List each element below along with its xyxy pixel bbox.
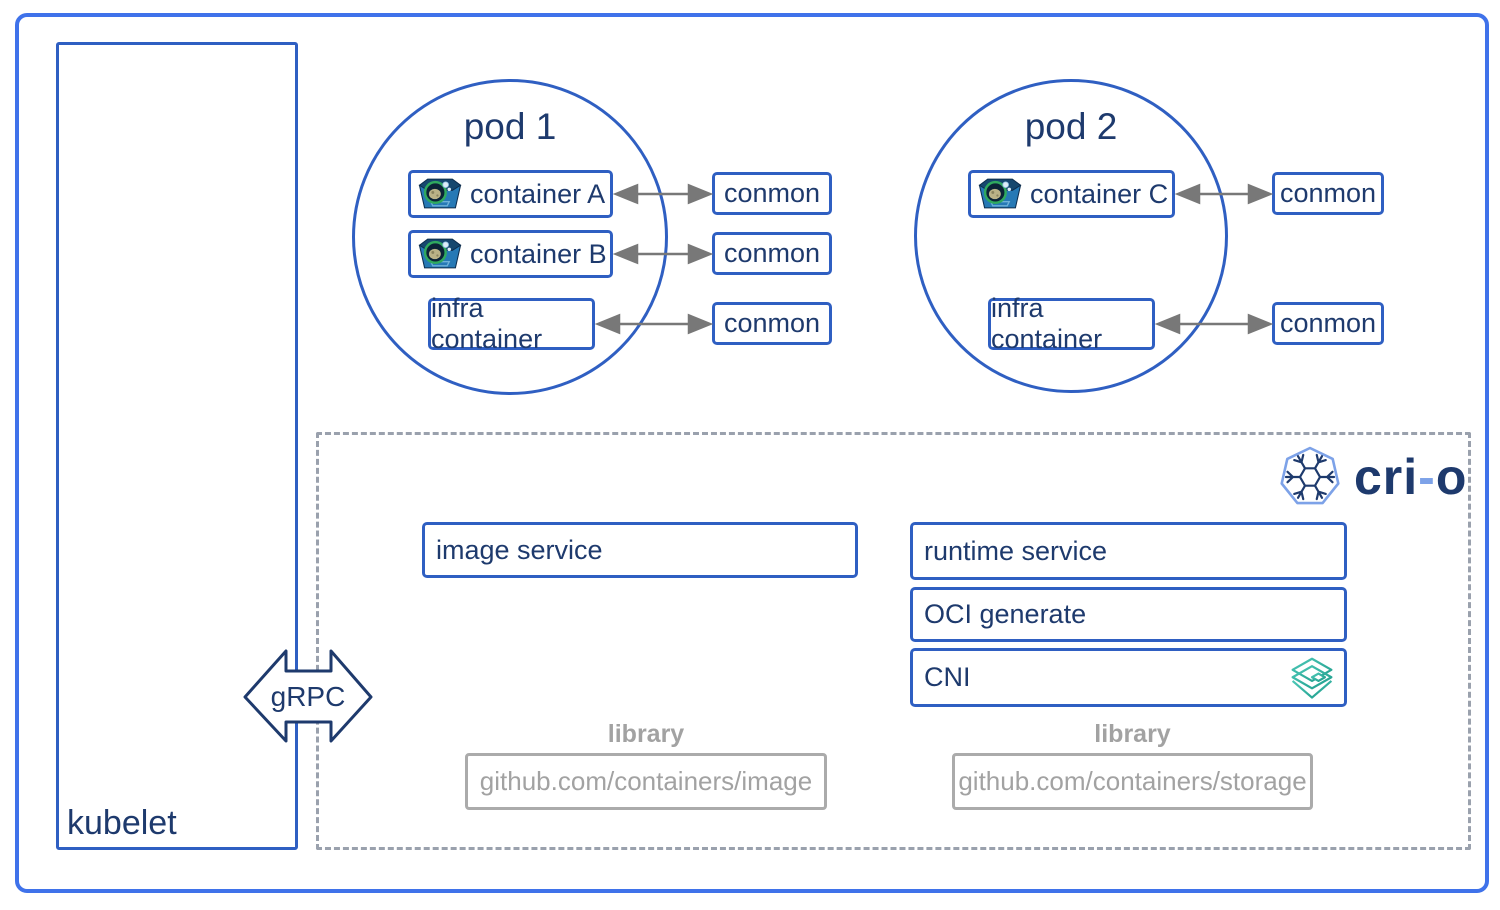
container-a-label: container A [470, 178, 606, 209]
container-a-box: container A [408, 170, 613, 218]
kubelet-box: kubelet [56, 42, 298, 850]
container-c-box: container C [968, 170, 1175, 218]
oci-generate-box: OCI generate [910, 587, 1347, 642]
infra-container-label: infra container [431, 293, 543, 354]
container-box-icon [978, 178, 1022, 208]
library-heading-left: library [607, 720, 685, 748]
conmon-label: conmon [723, 238, 821, 268]
container-box-icon [418, 178, 462, 208]
library-repo-image: github.com/containers/image [479, 766, 813, 796]
image-service-label: image service [436, 534, 603, 565]
crio-dashed-region [316, 432, 1471, 850]
crio-brand: cri-o [1278, 445, 1467, 509]
runtime-service-label: runtime service [924, 535, 1108, 566]
library-repo-storage: github.com/containers/storage [958, 766, 1307, 796]
cni-layers-icon [1287, 656, 1337, 711]
oci-generate-label: OCI generate [924, 599, 1087, 629]
library-box-image: github.com/containers/image [465, 753, 827, 810]
conmon-label: conmon [1279, 308, 1377, 338]
library-heading-right: library [1094, 720, 1171, 748]
diagram-outer-frame [15, 13, 1489, 893]
pod1-infra-container-box: infra container [428, 293, 595, 354]
image-service-box: image service [422, 522, 858, 578]
conmon-box-1: conmon [712, 172, 832, 215]
container-b-box: container B [408, 230, 613, 278]
pod2-infra-container-box: infra container [988, 293, 1155, 354]
conmon-box-3: conmon [712, 302, 832, 345]
crio-wordmark: cri-o [1354, 449, 1468, 505]
conmon-label: conmon [723, 178, 821, 208]
container-b-label: container B [470, 238, 607, 269]
conmon-box-5: conmon [1272, 302, 1384, 345]
conmon-box-4: conmon [1272, 172, 1384, 215]
container-c-label: container C [1030, 178, 1169, 209]
container-box-icon [418, 238, 462, 268]
crio-snowflake-heptagon-icon [1280, 446, 1340, 505]
pod1-title: pod 1 [463, 106, 557, 147]
infra-container-label: infra container [991, 293, 1103, 354]
cni-label: CNI [924, 662, 971, 692]
kubelet-label: kubelet [67, 804, 177, 842]
conmon-box-2: conmon [712, 232, 832, 275]
cni-box: CNI [910, 648, 1347, 707]
conmon-label: conmon [723, 308, 821, 338]
library-box-storage: github.com/containers/storage [952, 753, 1313, 810]
pod2-title: pod 2 [1024, 106, 1118, 147]
runtime-service-box: runtime service [910, 522, 1347, 580]
conmon-label: conmon [1279, 178, 1377, 208]
